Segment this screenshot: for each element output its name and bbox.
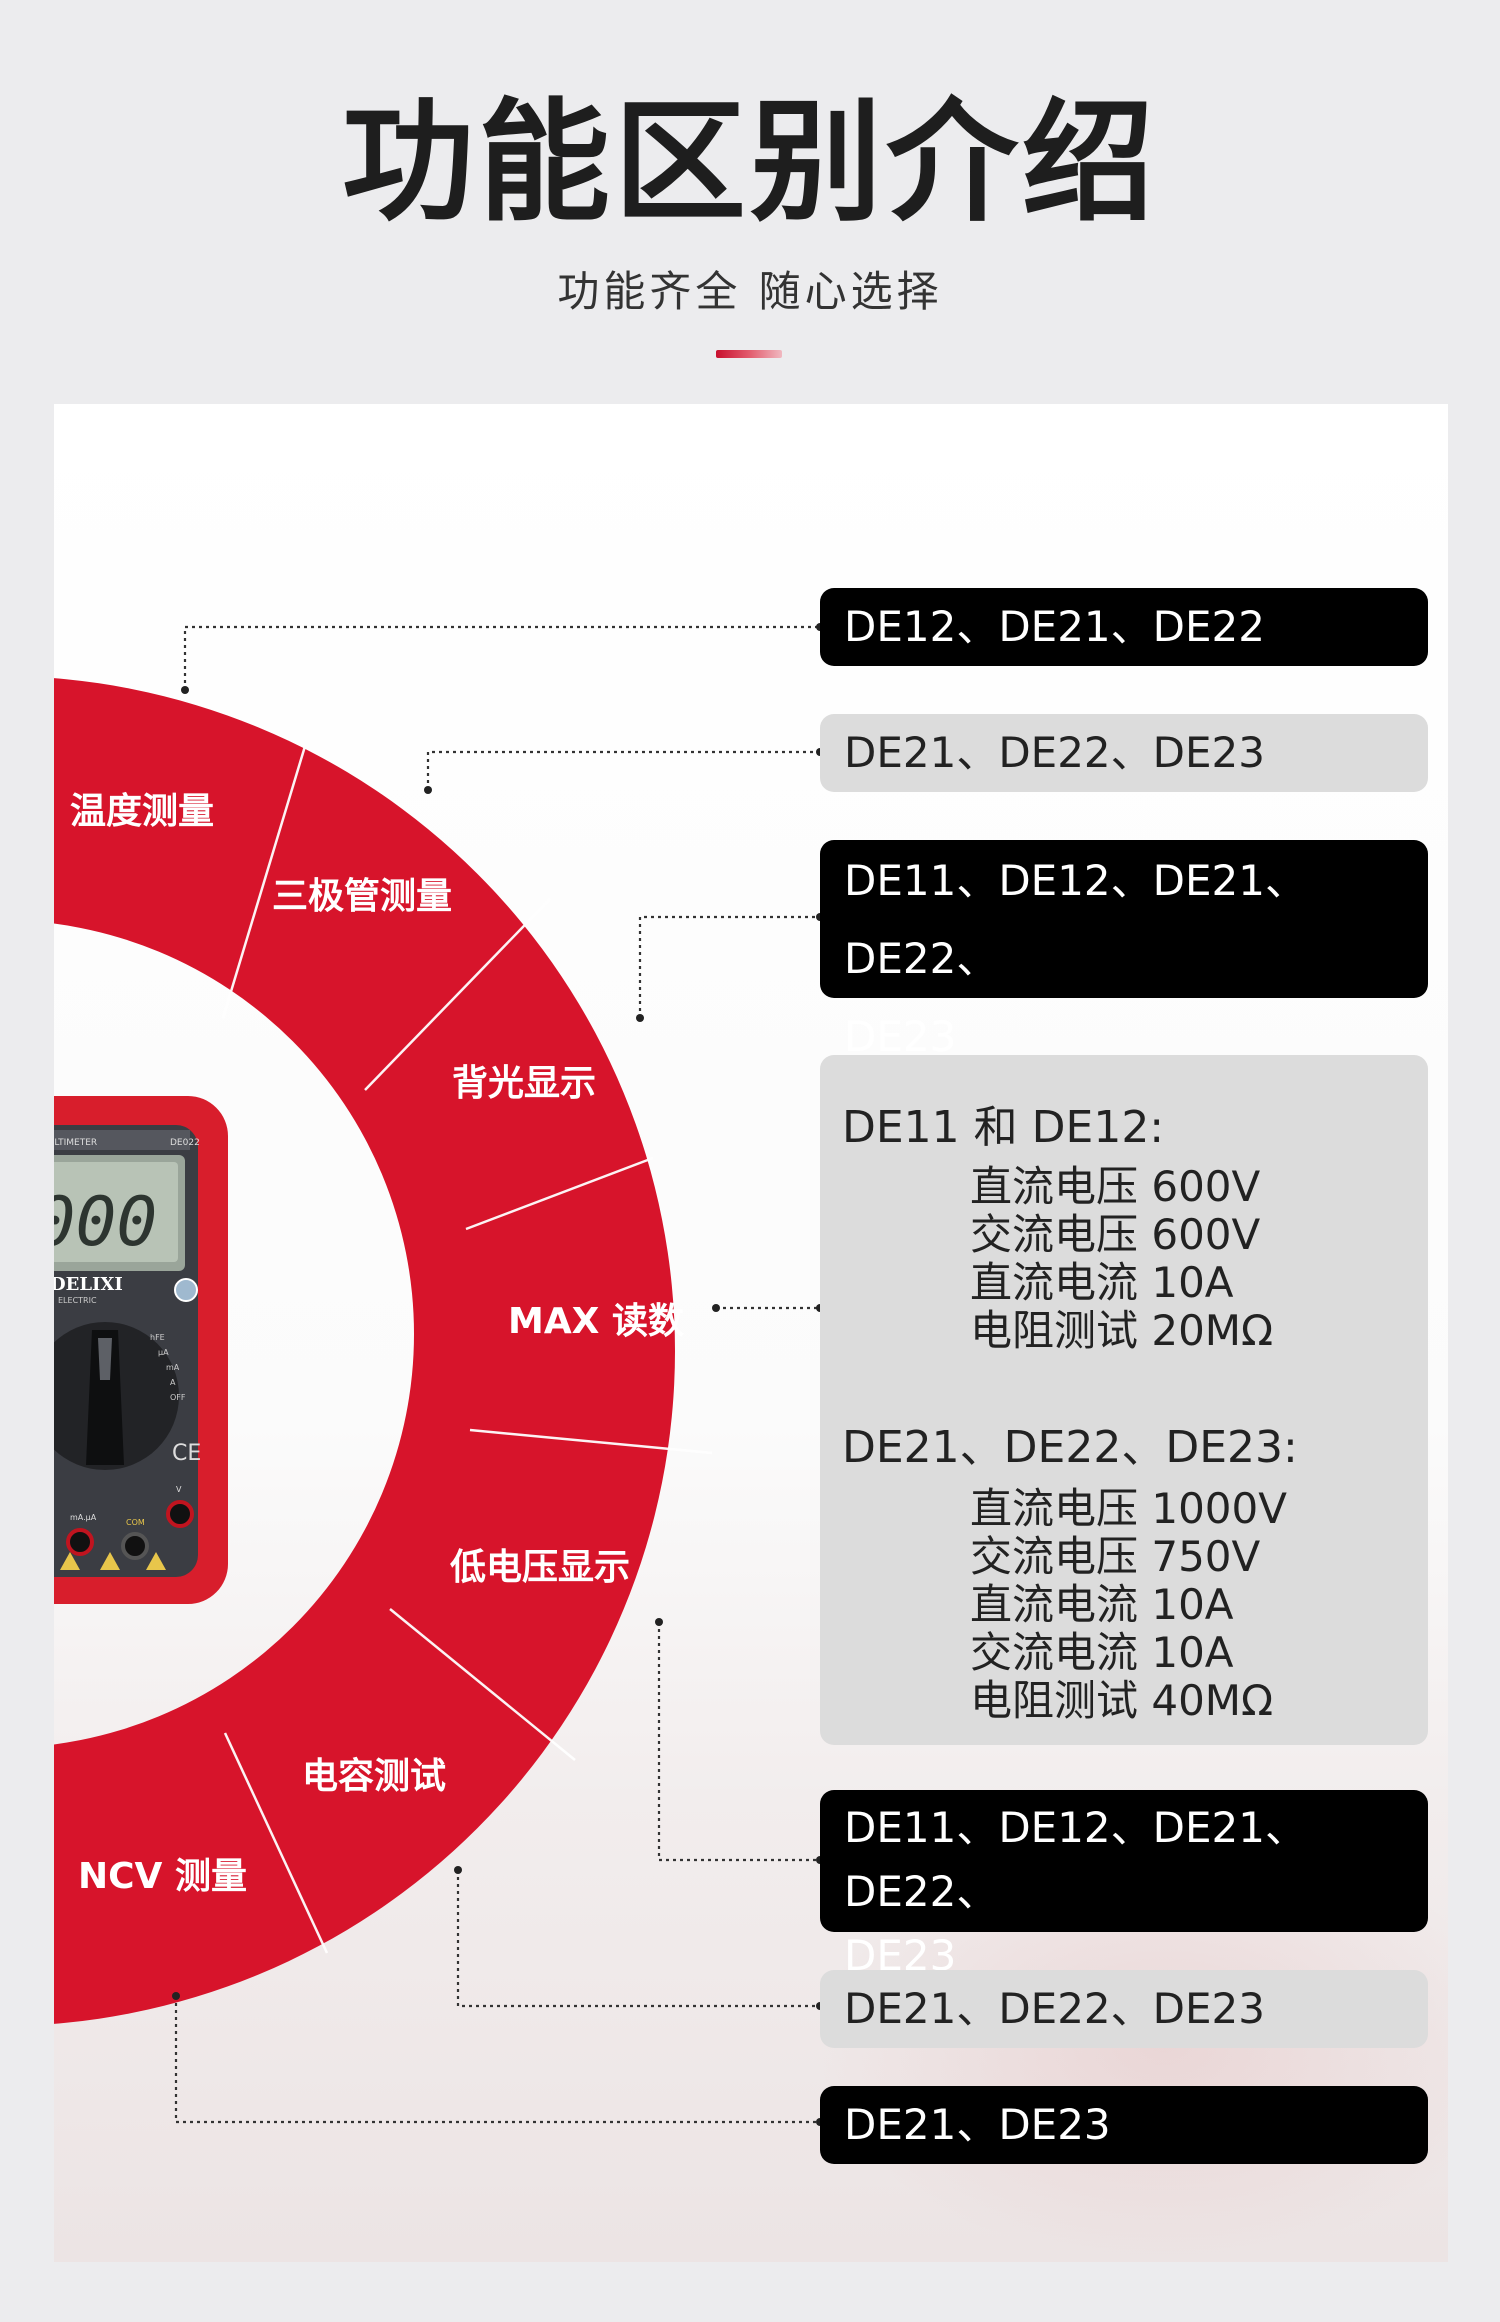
ring-label-temperature: 温度测量 [70,791,214,832]
meter-brand: DELIXI [50,1274,123,1295]
svg-text:mA: mA [166,1363,180,1372]
models-box-low-voltage: DE11、DE12、DE21、DE22、 DE23 [820,1790,1428,1980]
meter-lcd-reading: 0.000 [0,1183,157,1262]
models-box-backlight: DE11、DE12、DE21、DE22、 DE23 [820,840,1428,1061]
svg-text:hFE: hFE [150,1333,165,1342]
spec-line: 直流电压 1000V [970,1484,1287,1533]
svg-text:V: V [176,1485,182,1494]
ring-dividers [221,722,713,1954]
ring-label-capacitance: 电容测试 [302,1756,446,1797]
ring-label-transistor: 三极管测量 [272,876,452,917]
title-accent-bar [716,350,782,358]
svg-text:μA: μA [158,1348,169,1357]
spec-line: 电阻测试 20MΩ [970,1306,1274,1355]
models-box-capacitance: DE21、DE22、DE23 [820,1970,1428,2048]
spec-line: 直流电压 600V [970,1162,1261,1211]
spec-group1-title: DE11 和 DE12: [842,1102,1165,1153]
ring-label-ncv: NCV 测量 [78,1856,247,1897]
spec-line: 直流电流 10A [970,1258,1234,1307]
svg-text:OFF: OFF [170,1393,186,1402]
models-box-temperature: DE12、DE21、DE22 [820,588,1428,666]
svg-text:A: A [170,1378,176,1387]
page-title: 功能区别介绍 [342,86,1158,240]
meter-ce-mark: CE [172,1441,201,1466]
spec-line: 交流电压 600V [970,1210,1261,1259]
models-box-transistor: DE21、DE22、DE23 [820,714,1428,792]
spec-group2-title: DE21、DE22、DE23: [842,1422,1298,1473]
leader-lines [174,625,820,2124]
meter-input-jacks: mA.μA COM V [66,1485,194,1560]
spec-line: 交流电流 10A [970,1628,1234,1677]
meter-model-strip: MULTIMETER [40,1138,97,1148]
ring-label-backlight: 背光显示 [452,1063,596,1104]
models-box-ncv: DE21、DE23 [820,2086,1428,2164]
ring-label-low-voltage: 低电压显示 [450,1547,630,1588]
ring-label-max-reading: MAX 读数 [508,1301,684,1342]
spec-line: 直流电流 10A [970,1580,1234,1629]
feature-ring [54,678,675,2024]
svg-text:COM: COM [126,1518,145,1527]
multimeter-image: MULTIMETER DE022 0.000 DELIXI ELECTRIC h… [0,1096,228,1604]
meter-model: DE022 [170,1138,200,1148]
meter-brand-sub: ELECTRIC [58,1296,97,1305]
max-reading-specs: DE11 和 DE12: 直流电压 600V 交流电压 600V 直流电流 10… [820,1055,1428,1745]
svg-text:mA.μA: mA.μA [70,1513,97,1522]
meter-hold-button [174,1278,198,1302]
spec-line: 交流电压 750V [970,1532,1261,1581]
spec-line: 电阻测试 40MΩ [970,1676,1274,1725]
page-subtitle: 功能齐全 随心选择 [557,267,943,316]
